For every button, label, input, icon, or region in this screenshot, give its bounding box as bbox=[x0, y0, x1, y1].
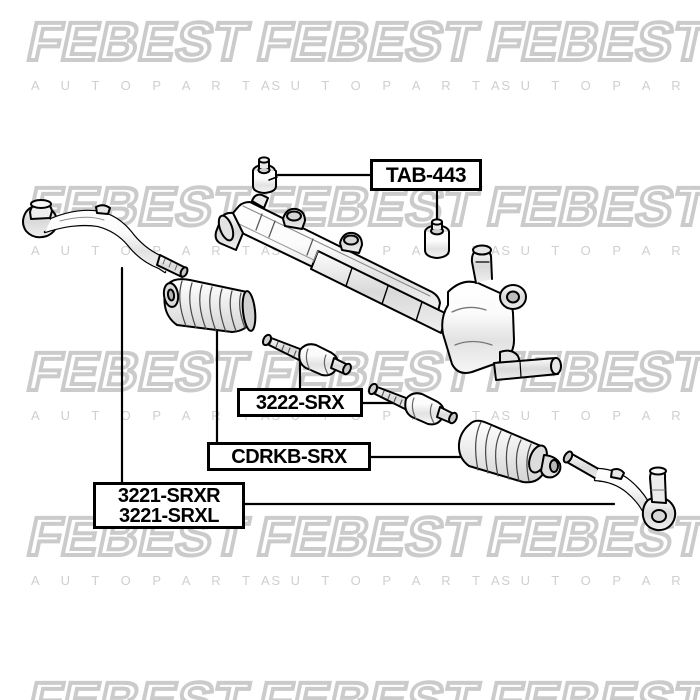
inner-tie-rod-left bbox=[261, 333, 352, 377]
rack-mounting-lugs bbox=[282, 207, 363, 254]
mount-bushing-left bbox=[252, 156, 278, 194]
tie-rod-end-left bbox=[22, 199, 189, 278]
part-number-text: CDRKB-SRX bbox=[231, 445, 347, 468]
rack-shaft bbox=[310, 250, 448, 334]
rack-output-tube bbox=[493, 357, 562, 381]
part-number-text: 3222-SRX bbox=[255, 391, 345, 414]
steering-boot-left bbox=[162, 278, 257, 333]
mount-bushing-right bbox=[424, 218, 450, 259]
steering-boot-right bbox=[457, 419, 562, 484]
tie-rod-end-right bbox=[562, 450, 677, 532]
part-number-label-3222-srx: 3222-SRX bbox=[237, 388, 363, 417]
steering-rack-housing bbox=[214, 193, 562, 381]
part-number-text: TAB-443 bbox=[385, 163, 467, 187]
part-number-text: 3221-SRXR bbox=[117, 484, 221, 507]
part-number-label-cdrkb-srx: CDRKB-SRX bbox=[207, 442, 371, 471]
part-number-label-tab-443: TAB-443 bbox=[370, 159, 482, 191]
inner-tie-rod-right bbox=[367, 382, 458, 426]
leader-lines bbox=[120, 173, 616, 506]
hydraulic-port bbox=[499, 284, 527, 310]
part-number-text: 3221-SRXL bbox=[119, 504, 220, 527]
